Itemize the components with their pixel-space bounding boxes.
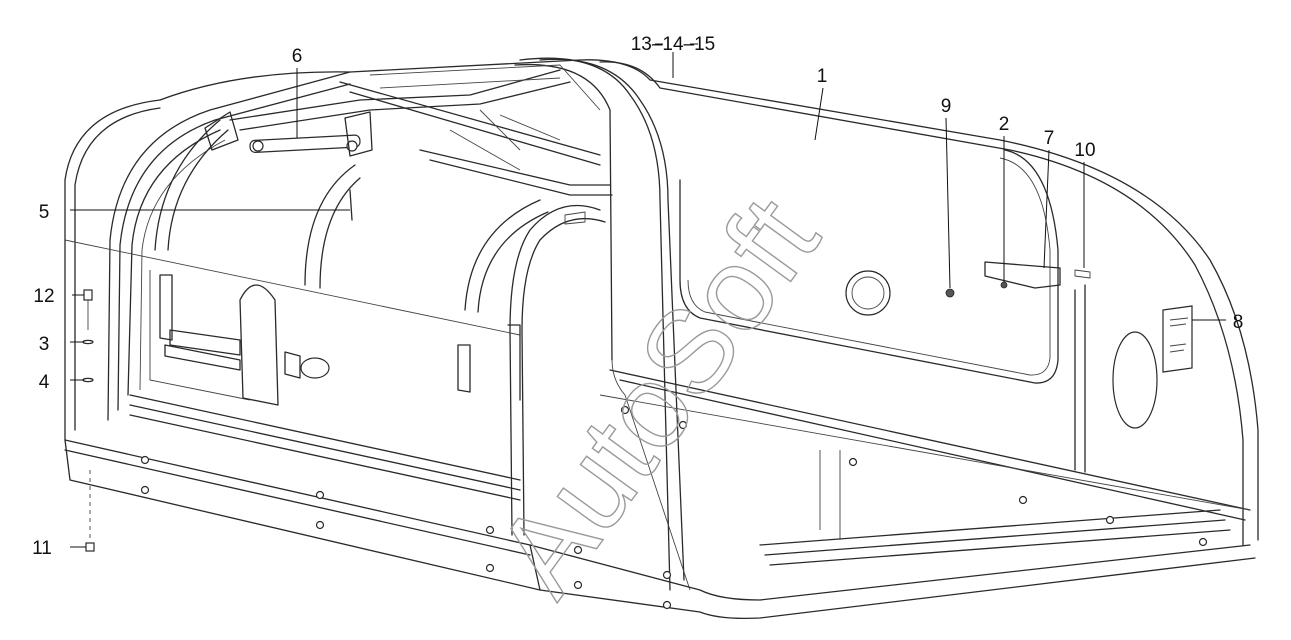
- callout-1: 1: [817, 66, 828, 87]
- side-wall: [64, 239, 521, 406]
- callout-labels: 1 2 3 4 5 6 7 8 9 10 11 12 13–14–15: [32, 34, 1243, 559]
- callout-3: 3: [39, 334, 50, 355]
- callout-11: 11: [32, 538, 52, 559]
- roof-frame: [204, 64, 613, 196]
- fittings: [564, 211, 1193, 429]
- exploded-hardware: [82, 289, 95, 552]
- callout-2: 2: [999, 114, 1010, 135]
- inner-ribs: [154, 119, 549, 313]
- watermark: AutoSoft: [471, 175, 844, 619]
- floor-frame: [64, 394, 1256, 620]
- callout-4: 4: [39, 372, 50, 393]
- callout-10: 10: [1074, 140, 1095, 161]
- callout-7: 7: [1044, 128, 1055, 149]
- callout-13-14-15: 13–14–15: [631, 34, 716, 55]
- callout-9: 9: [941, 96, 952, 117]
- front-arch: [509, 57, 691, 591]
- callout-6: 6: [292, 46, 303, 67]
- rail-bolts: [140, 405, 1208, 610]
- rear-arch: [64, 71, 351, 441]
- leader-lines: [70, 43, 1226, 548]
- callout-12: 12: [33, 286, 54, 307]
- callout-5: 5: [39, 202, 50, 223]
- cabin-shell: [159, 59, 1259, 546]
- callout-8: 8: [1233, 312, 1244, 333]
